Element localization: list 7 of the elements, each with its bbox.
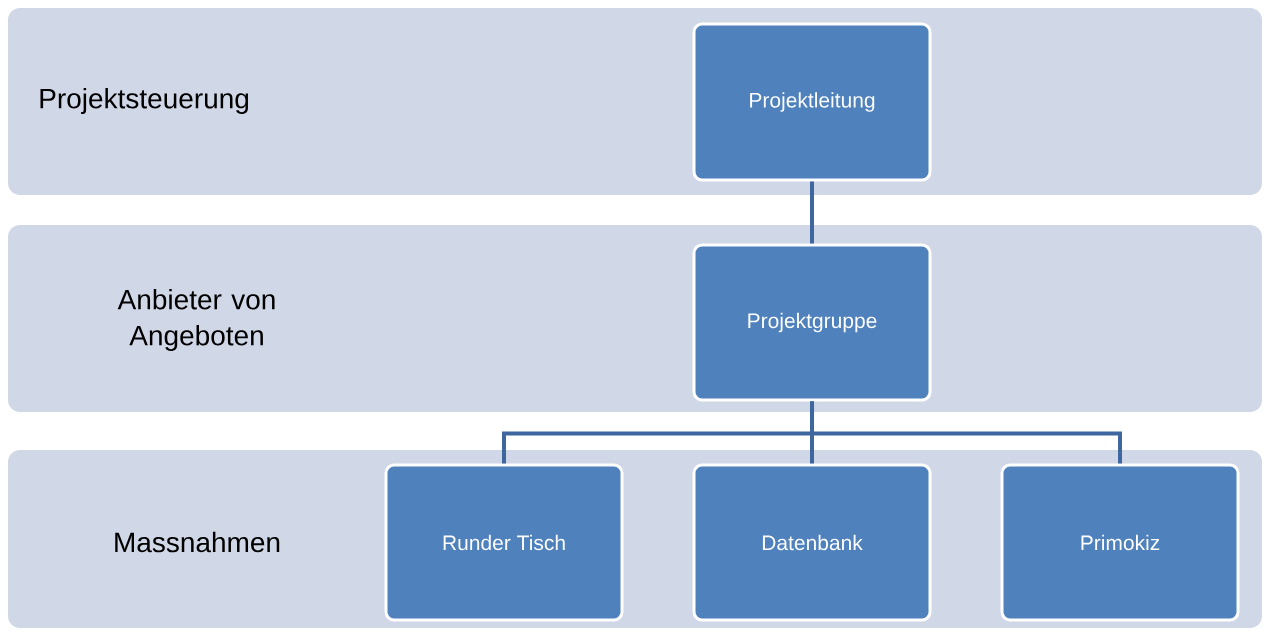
connector-line [810,181,814,244]
org-box: Primokiz [1000,463,1240,622]
connector-line [810,401,1122,464]
org-box: Runder Tisch [384,463,624,622]
org-box: Datenbank [692,463,932,622]
org-box: Projektgruppe [692,243,932,402]
org-box: Projektleitung [692,22,932,182]
